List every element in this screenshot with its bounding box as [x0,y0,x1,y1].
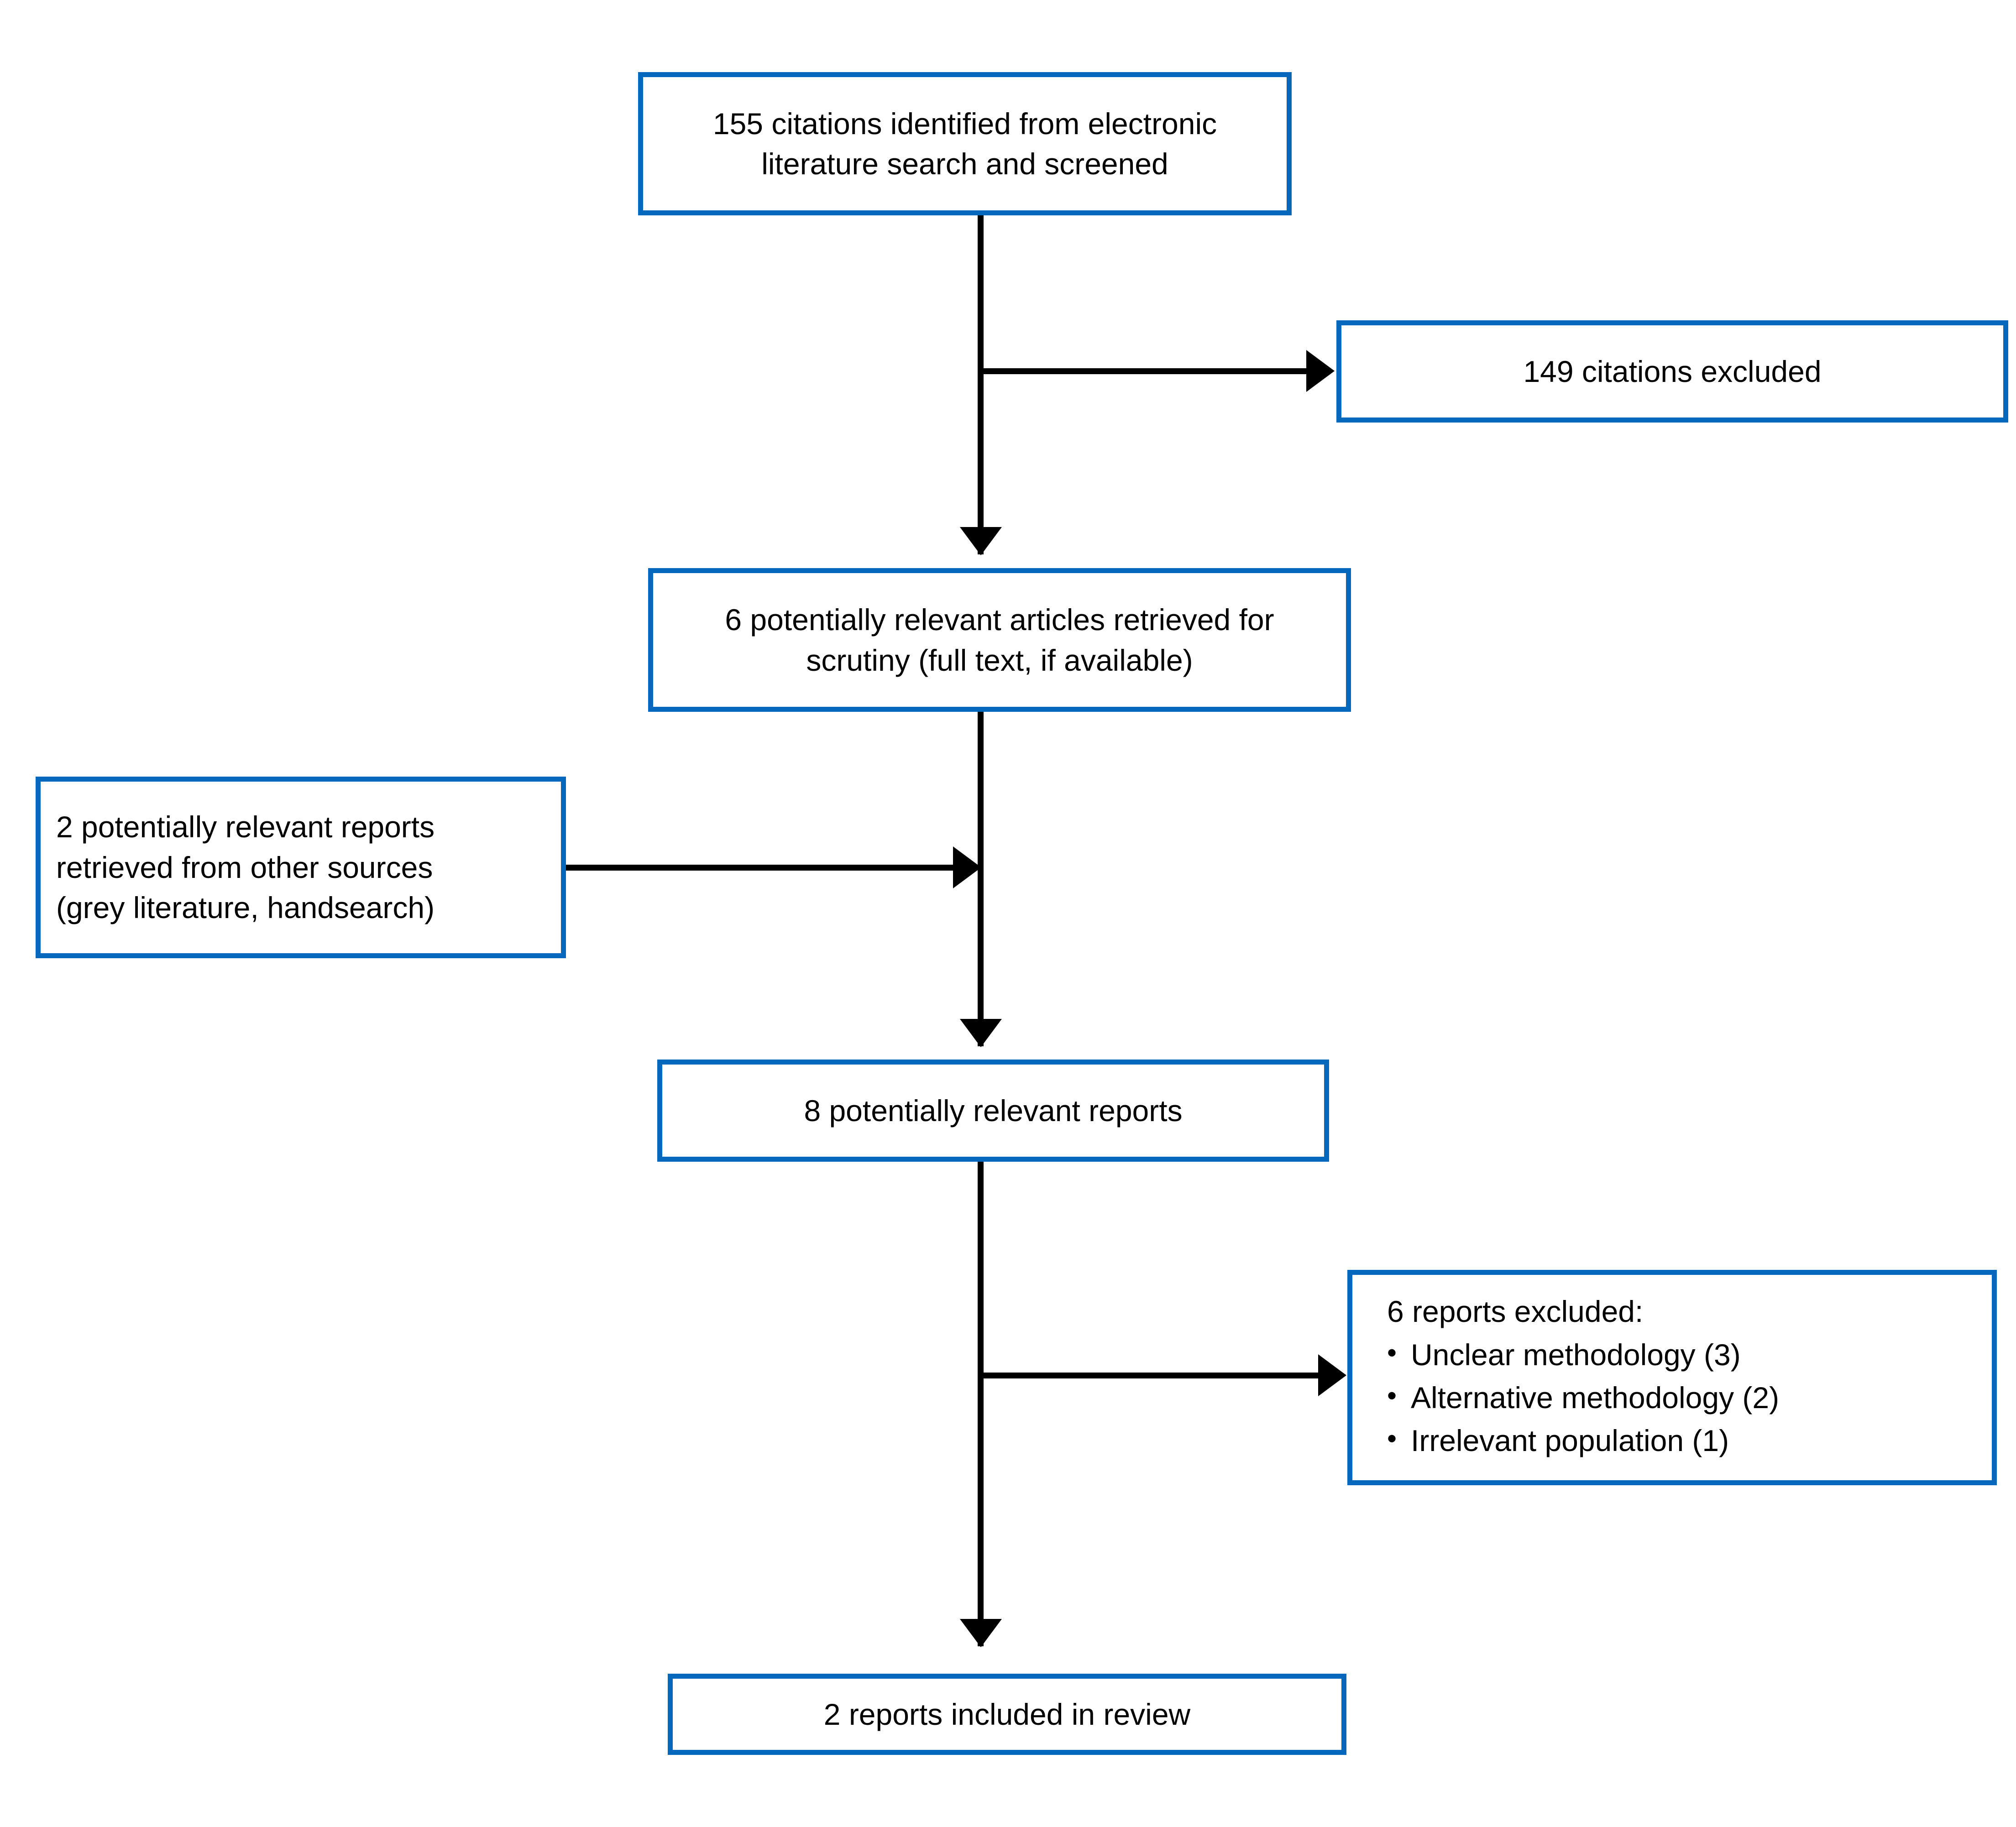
reports-excluded-box: 6 reports excluded: • Unclear methodolog… [1347,1270,1997,1485]
connector-to-reports-excluded-line [978,1373,1327,1378]
articles-retrieved-box: 6 potentially relevant articles retrieve… [648,568,1351,712]
reports-excluded-content: 6 reports excluded: • Unclear methodolog… [1368,1291,1976,1464]
connector-articles-to-potentially-relevant-arrowhead [960,1019,1002,1047]
connector-potentially-relevant-to-included-line [978,1162,984,1646]
potentially-relevant-reports-text: 8 potentially relevant reports [804,1093,1183,1128]
connector-identified-to-articles-arrowhead [960,527,1002,555]
reports-excluded-item-text: Alternative methodology (2) [1411,1381,1780,1415]
bullet-icon: • [1387,1337,1397,1368]
potentially-relevant-reports-box: 8 potentially relevant reports [657,1060,1329,1162]
other-sources-reports-text: 2 potentially relevant reports retrieved… [56,810,435,925]
bullet-icon: • [1387,1380,1397,1411]
connector-identified-to-articles-line [978,215,984,554]
bullet-icon: • [1387,1423,1397,1454]
citations-excluded-text: 149 citations excluded [1523,354,1822,388]
citations-excluded-box: 149 citations excluded [1336,320,2008,423]
citations-identified-text: 155 citations identified from electronic… [712,106,1217,181]
connector-to-reports-excluded-arrowhead [1318,1354,1346,1396]
reports-included-box: 2 reports included in review [668,1674,1346,1755]
articles-retrieved-text: 6 potentially relevant articles retrieve… [725,603,1274,677]
list-item: • Unclear methodology (3) [1387,1335,1976,1375]
connector-to-citations-excluded-arrowhead [1306,350,1335,392]
reports-excluded-item-text: Unclear methodology (3) [1411,1337,1741,1372]
list-item: • Irrelevant population (1) [1387,1420,1976,1461]
reports-excluded-list: • Unclear methodology (3) • Alternative … [1387,1335,1976,1461]
connector-other-sources-to-trunk-line [566,865,958,871]
reports-included-text: 2 reports included in review [823,1697,1191,1731]
list-item: • Alternative methodology (2) [1387,1378,1976,1418]
connector-potentially-relevant-to-included-arrowhead [960,1619,1002,1647]
reports-excluded-title: 6 reports excluded: [1387,1295,1644,1329]
connector-other-sources-to-trunk-arrowhead [953,846,981,888]
other-sources-reports-box: 2 potentially relevant reports retrieved… [36,777,566,958]
reports-excluded-item-text: Irrelevant population (1) [1411,1424,1729,1458]
connector-to-citations-excluded-line [978,368,1315,374]
citations-identified-box: 155 citations identified from electronic… [638,72,1292,215]
